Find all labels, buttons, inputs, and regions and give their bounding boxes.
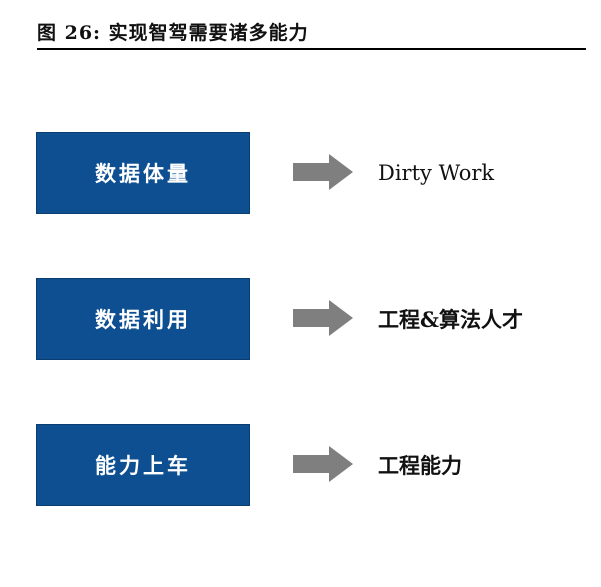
figure-title: 图 26: 实现智驾需要诸多能力 xyxy=(37,22,309,44)
outcome-label-data-utilization: 工程&算法人才 xyxy=(378,307,523,332)
right-arrow-icon xyxy=(293,446,353,482)
outcome-label-deployment: 工程能力 xyxy=(378,453,462,478)
right-arrow-icon xyxy=(293,300,353,336)
requirement-box-data-utilization: 数据利用 xyxy=(36,278,250,360)
requirement-box-data-volume: 数据体量 xyxy=(36,132,250,214)
diagram-row-data-utilization: 数据利用 工程&算法人才 xyxy=(36,278,576,360)
requirement-box-deployment: 能力上车 xyxy=(36,424,250,506)
title-divider xyxy=(37,48,586,50)
diagram-row-data-volume: 数据体量 Dirty Work xyxy=(36,132,576,214)
outcome-label-data-volume: Dirty Work xyxy=(378,161,495,185)
diagram-row-deployment: 能力上车 工程能力 xyxy=(36,424,576,506)
right-arrow-icon xyxy=(293,154,353,190)
